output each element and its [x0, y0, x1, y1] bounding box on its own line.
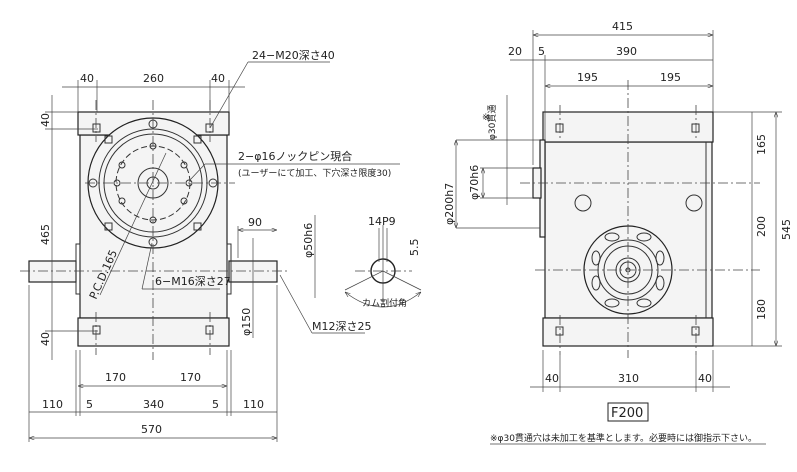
dim-bottom-right: 40 — [698, 372, 712, 385]
dim-v-bottom: 40 — [39, 332, 52, 346]
dim-overall: 570 — [141, 423, 162, 436]
dim-shaft-diameter: φ50h6 — [302, 223, 315, 258]
model-label: F200 — [611, 406, 643, 421]
dim-side-half-left: 195 — [577, 71, 598, 84]
dim-body: 340 — [143, 398, 164, 411]
bottom-mounting-block — [77, 317, 230, 347]
dim-v1: 165 — [755, 134, 768, 155]
dim-top-right: 40 — [211, 72, 225, 85]
dim-shaft-right: 110 — [243, 398, 264, 411]
model-box — [607, 402, 649, 422]
dim-flange: 20 — [508, 45, 522, 58]
dim-top-mid: 260 — [143, 72, 164, 85]
dim-v-mid: 465 — [39, 224, 52, 245]
dim-boss-diameter: φ150 — [240, 308, 253, 336]
dim-v2: 200 — [755, 216, 768, 237]
dim-side-shaft: φ70h6 — [468, 165, 481, 200]
dim-side-half-right: 195 — [660, 71, 681, 84]
dim-v-total: 545 — [780, 219, 793, 240]
front-dimensions: 40 260 40 40 465 40 170 170 110 5 340 5 … — [28, 72, 316, 442]
key-depth-label: 5.5 — [408, 239, 421, 257]
dim-side-body: 390 — [616, 45, 637, 58]
callout-output-holes: 6−M16深さ27 — [155, 275, 231, 288]
dim-bottom-mid: 310 — [618, 372, 639, 385]
dim-bottom-left: 40 — [545, 372, 559, 385]
front-view — [20, 100, 290, 360]
callout-knock-pin-note: (ユーザーにて加工、下穴深さ限度30) — [238, 167, 391, 179]
dim-v-top: 40 — [39, 113, 52, 127]
footnote: ※φ30貫通穴は未加工を基準とします。必要時には御指示下さい。 — [490, 432, 757, 444]
dim-pilot: φ200h7 — [443, 183, 456, 225]
dim-gap-left: 5 — [86, 398, 93, 411]
callout-knock-pin: 2−φ16ノックピン現合 — [238, 149, 352, 163]
dim-gap-right: 5 — [212, 398, 219, 411]
dim-half-right: 170 — [180, 371, 201, 384]
dim-top-left: 40 — [80, 72, 94, 85]
dim-shaft-length: 90 — [248, 216, 262, 229]
dim-shaft-left: 110 — [42, 398, 63, 411]
dim-overall-width: 415 — [612, 20, 633, 33]
side-dimensions: 415 20 5 390 195 195 ※ φ30貫通 φ200h7 φ70h… — [443, 20, 793, 392]
side-bolt-holes — [555, 123, 700, 336]
key-detail: 14P9 5.5 カム割付角 — [345, 215, 421, 309]
input-shaft-left — [28, 260, 77, 283]
through-hole-mark: ※ — [482, 113, 490, 123]
callout-tapped-holes: 24−M20深さ40 — [252, 49, 335, 62]
dim-gap: 5 — [538, 45, 545, 58]
callout-shaft-end-tap: M12深さ25 — [312, 320, 372, 333]
cam-angle-label: カム割付角 — [362, 297, 407, 309]
side-view — [520, 80, 760, 358]
dim-through-hole: φ30貫通 — [487, 105, 498, 140]
dim-half-left: 170 — [105, 371, 126, 384]
dim-v3: 180 — [755, 299, 768, 320]
slot-holes — [591, 232, 665, 308]
key-width-label: 14P9 — [368, 215, 396, 228]
